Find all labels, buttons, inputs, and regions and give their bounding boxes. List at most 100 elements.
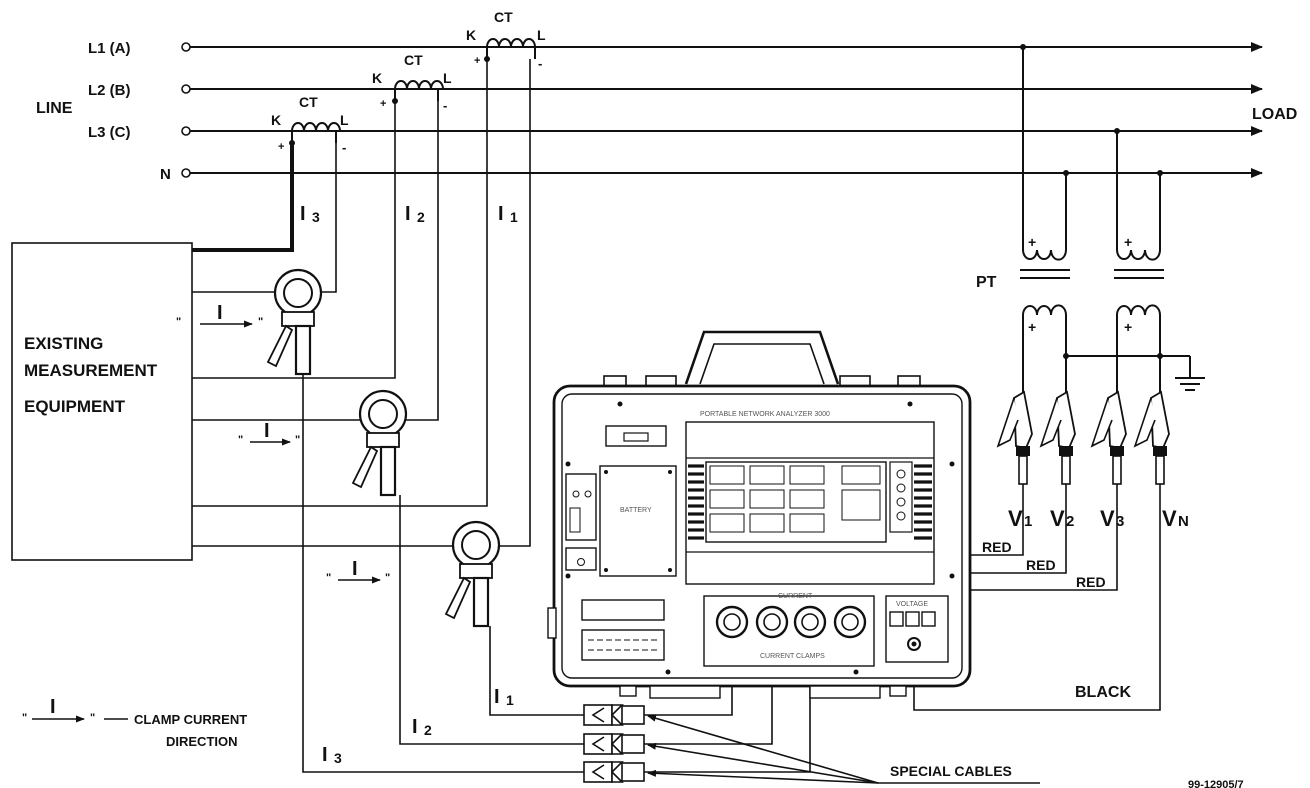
vn-sub: N (1178, 513, 1189, 530)
v3-glyph: V (1100, 506, 1115, 531)
red-label-1: RED (982, 539, 1012, 555)
pt-label: PT (976, 274, 997, 291)
svg-text:": " (258, 316, 263, 328)
i2-sub: 2 (417, 209, 425, 225)
clamp-cables (302, 374, 584, 773)
ct-l1-label: CT (494, 9, 513, 25)
ct-l3-k: K (271, 112, 281, 128)
cable-i3-sub: 3 (334, 750, 342, 766)
ct-l3 (289, 122, 341, 146)
ct-l2-k: K (372, 70, 382, 86)
battery-label: BATTERY (620, 507, 652, 514)
special-cables-pointers (647, 714, 1040, 784)
pt1-plus-primary: + (1028, 234, 1036, 250)
special-cables-label: SPECIAL CABLES (890, 763, 1012, 779)
i1-sub: 1 (510, 209, 518, 225)
ct-l2 (392, 80, 444, 104)
svg-text:": " (90, 712, 95, 724)
voltage-probe-n (1133, 390, 1170, 485)
v3-sub: 3 (1116, 513, 1124, 530)
ground-icon (1175, 377, 1205, 391)
ct-l1-minus: - (538, 56, 542, 71)
voltage-probe-1 (996, 390, 1033, 485)
cable-i1-sub: 1 (506, 692, 514, 708)
i3-glyph: I (300, 203, 306, 225)
cable-connector-3 (583, 761, 645, 783)
voltage-panel-label: VOLTAGE (896, 601, 928, 608)
svg-text:": " (385, 572, 390, 584)
clamp-1 (444, 520, 501, 628)
svg-text:": " (22, 712, 27, 724)
load-side-label: LOAD (1252, 106, 1297, 123)
i2-glyph: I (405, 203, 411, 225)
cable-connector-2 (583, 733, 645, 755)
drawing-number: 99-12905/7 (1188, 779, 1244, 788)
clamp-3 (266, 268, 323, 376)
ct-l2-l: L (443, 70, 452, 86)
legend-text-2: DIRECTION (166, 734, 238, 749)
v2-glyph: V (1050, 506, 1065, 531)
v1-glyph: V (1008, 506, 1023, 531)
clamp-direction-1: " " (326, 572, 390, 584)
line-l1-label: L1 (A) (88, 40, 131, 57)
cable-i2-glyph: I (412, 716, 418, 738)
line-l3-label: L3 (C) (88, 124, 131, 141)
cable-connector-1 (583, 704, 645, 726)
line-l3 (181, 126, 1263, 136)
ct-l1 (484, 38, 536, 62)
black-label: BLACK (1075, 684, 1131, 701)
cable-i2-sub: 2 (424, 722, 432, 738)
red-label-3: RED (1076, 574, 1106, 590)
clamp-direction-1-i: I (352, 558, 358, 580)
clamp-direction-3-i: I (217, 302, 223, 324)
equipment-line-2: MEASUREMENT (24, 361, 158, 380)
svg-text:": " (238, 434, 243, 446)
line-l2-label: L2 (B) (88, 82, 131, 99)
line-n (181, 168, 1263, 178)
clamp-direction-3: " " (176, 316, 263, 328)
legend-i: I (50, 696, 56, 718)
svg-text:": " (176, 316, 181, 328)
line-n-label: N (160, 166, 171, 183)
current-sub-label: CURRENT CLAMPS (760, 653, 825, 660)
v1-sub: 1 (1024, 513, 1032, 530)
pt2-plus-secondary: + (1124, 319, 1132, 335)
v2-sub: 2 (1066, 513, 1074, 530)
equipment-line-3: EQUIPMENT (24, 397, 126, 416)
legend-text-1: CLAMP CURRENT (134, 712, 247, 727)
ct-l1-plus: + (474, 55, 480, 67)
ct-l3-plus: + (278, 141, 284, 153)
cable-i3-glyph: I (322, 744, 328, 766)
svg-text:": " (326, 572, 331, 584)
existing-equipment-box (11, 242, 193, 561)
analyzer-title: PORTABLE NETWORK ANALYZER 3000 (700, 411, 830, 418)
line-side-label: LINE (36, 100, 73, 117)
clamp-2 (351, 389, 408, 497)
current-panel-label: CURRENT (778, 593, 813, 600)
line-l1 (181, 42, 1263, 52)
ct-l3-minus: - (342, 140, 346, 155)
ct-l1-k: K (466, 27, 476, 43)
power-lines (181, 42, 1263, 178)
cable-i1-glyph: I (494, 686, 500, 708)
ct-l2-label: CT (404, 52, 423, 68)
neutral-bus (1063, 353, 1191, 378)
svg-text:": " (295, 434, 300, 446)
network-analyzer (547, 330, 972, 699)
clamp-direction-2-i: I (264, 420, 270, 442)
i1-glyph: I (498, 203, 504, 225)
red-label-2: RED (1026, 557, 1056, 573)
ct-l3-l: L (340, 112, 349, 128)
ct-secondary-wiring (192, 59, 531, 547)
ct-l2-minus: - (443, 98, 447, 113)
legend-arrow: " " (22, 712, 128, 724)
line-l2 (181, 84, 1263, 94)
voltage-probe-2 (1039, 390, 1076, 485)
voltage-probe-3 (1090, 390, 1127, 485)
vn-glyph: V (1162, 506, 1177, 531)
clamp-direction-2: " " (238, 434, 300, 446)
pt2-plus-primary: + (1124, 234, 1132, 250)
pt1-plus-secondary: + (1028, 319, 1036, 335)
